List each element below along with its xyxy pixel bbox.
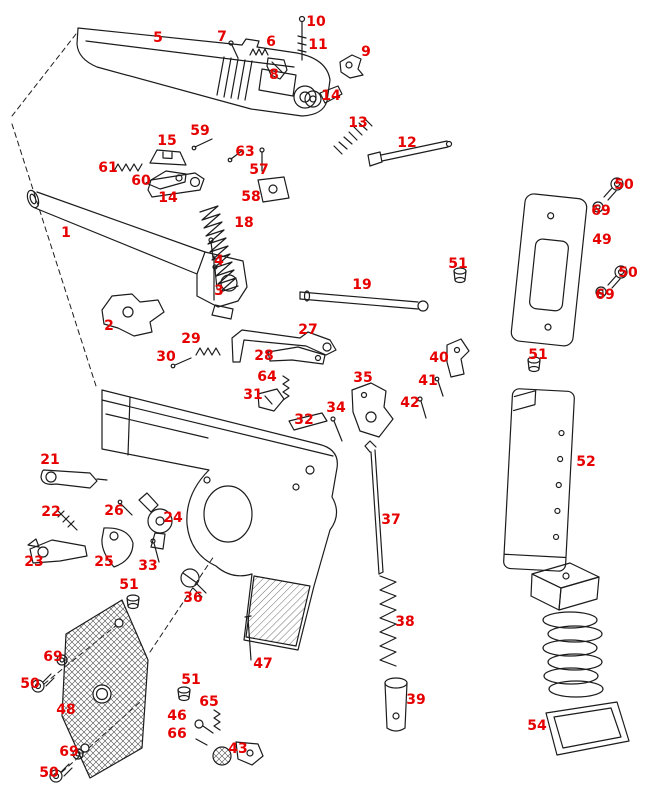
- washer-b-illustration: [595, 286, 607, 298]
- grip-screw-c-illustration: [31, 673, 55, 693]
- barrel-illustration: [26, 189, 248, 320]
- grip-bushing-d-illustration: [177, 686, 191, 702]
- magazine-illustration: [503, 388, 575, 572]
- washer-a-illustration: [592, 201, 604, 213]
- grip-bushing-a-illustration: [453, 267, 467, 284]
- grip-bushing-c-illustration: [126, 594, 140, 610]
- pin-26-illustration: [117, 499, 133, 516]
- magazine-spring-illustration: [542, 611, 604, 698]
- magazine-floorplate-illustration: [545, 701, 630, 756]
- recoil-spring-illustration: [199, 205, 239, 293]
- spring-cap-illustration: [384, 677, 408, 732]
- screw-36-illustration: [180, 568, 207, 598]
- part-31-illustration: [257, 388, 285, 412]
- pin-41-illustration: [434, 376, 444, 397]
- grip-screw-a-illustration: [603, 177, 624, 201]
- pin-42-illustration: [417, 396, 427, 419]
- hammer-release-lever-illustration: [446, 338, 470, 378]
- spring-22-illustration: [56, 509, 78, 531]
- slide-stop-illustration: [40, 469, 108, 489]
- spring-64-illustration: [282, 375, 290, 401]
- recoil-guide-rod-illustration: [299, 290, 429, 312]
- grip-panel-illustration: [61, 599, 149, 779]
- recoil-spring-small-illustration: [333, 117, 373, 155]
- lever-28-illustration: [267, 346, 326, 365]
- extractor-spring-illustration: [249, 48, 269, 56]
- slide-illustration: [76, 27, 331, 117]
- sear-assembly-illustration: [351, 382, 394, 438]
- takedown-lever-illustration: [27, 538, 88, 564]
- pin-33-illustration: [150, 538, 160, 563]
- frame-illustration: [101, 389, 338, 651]
- pin-34-illustration: [330, 416, 343, 442]
- locking-block-illustration: [101, 293, 165, 337]
- rod-37-illustration: [364, 440, 384, 575]
- pin-59-illustration: [191, 138, 213, 151]
- firing-pin-block-illustration: [257, 176, 290, 203]
- grip-screw-d-illustration: [49, 763, 73, 783]
- extractor-lever-illustration: [147, 172, 205, 198]
- part-32-illustration: [288, 412, 328, 431]
- mag-release-button-illustration: [212, 741, 264, 766]
- rear-sight-illustration: [149, 149, 187, 166]
- washer-d-illustration: [72, 748, 84, 760]
- safety-lever-illustration: [339, 54, 364, 79]
- extractor-pin-illustration: [228, 40, 239, 59]
- pin-63-illustration: [227, 149, 244, 163]
- grip-screw-b-illustration: [607, 265, 628, 289]
- backstrap-plate-illustration: [510, 193, 588, 347]
- grip-bushing-b-illustration: [527, 356, 541, 373]
- washer-c-illustration: [56, 654, 68, 666]
- spring-65-illustration: [213, 709, 221, 731]
- spring-29-illustration: [195, 347, 221, 356]
- trigger-illustration: [101, 527, 134, 568]
- pin-47-illustration: [244, 615, 252, 661]
- firing-pin-illustration: [297, 15, 307, 61]
- hammer-spring-illustration: [379, 575, 397, 667]
- firing-pin-block-pin-illustration: [259, 147, 265, 172]
- safety-illustration: [304, 85, 343, 108]
- spring-61-illustration: [113, 163, 143, 172]
- extractor-illustration: [266, 57, 288, 80]
- magazine-follower-illustration: [530, 562, 600, 611]
- trigger-bar-illustration: [231, 329, 337, 363]
- mag-release-parts-illustration: [194, 719, 214, 746]
- pin-30-illustration: [170, 357, 192, 369]
- guide-rod-small-illustration: [367, 140, 453, 167]
